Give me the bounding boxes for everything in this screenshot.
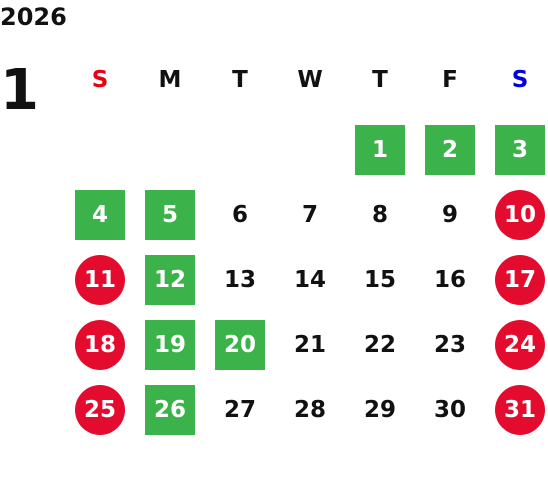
- calendar-day-22[interactable]: 22: [363, 332, 396, 358]
- calendar-day-19[interactable]: 19: [145, 320, 195, 370]
- calendar-day-21[interactable]: 21: [293, 332, 326, 358]
- calendar-day-26[interactable]: 26: [145, 385, 195, 435]
- calendar-day-6[interactable]: 6: [231, 202, 248, 228]
- calendar-day-10[interactable]: 10: [495, 190, 545, 240]
- calendar-day-9[interactable]: 9: [441, 202, 458, 228]
- calendar-day-25[interactable]: 25: [75, 385, 125, 435]
- calendar-day-1[interactable]: 1: [355, 125, 405, 175]
- weekday-sunday: S: [91, 67, 109, 93]
- calendar-day-16[interactable]: 16: [433, 267, 466, 293]
- calendar-day-30[interactable]: 30: [433, 397, 466, 423]
- calendar-day-15[interactable]: 15: [363, 267, 396, 293]
- weekday-friday: F: [442, 67, 458, 93]
- calendar-day-5[interactable]: 5: [145, 190, 195, 240]
- calendar-day-7[interactable]: 7: [301, 202, 318, 228]
- calendar-day-24[interactable]: 24: [495, 320, 545, 370]
- calendar-day-17[interactable]: 17: [495, 255, 545, 305]
- calendar-day-12[interactable]: 12: [145, 255, 195, 305]
- calendar-day-2[interactable]: 2: [425, 125, 475, 175]
- weekday-saturday: S: [511, 67, 529, 93]
- calendar-day-18[interactable]: 18: [75, 320, 125, 370]
- calendar-day-3[interactable]: 3: [495, 125, 545, 175]
- calendar-day-27[interactable]: 27: [223, 397, 256, 423]
- calendar-day-31[interactable]: 31: [495, 385, 545, 435]
- weekday-thursday: T: [372, 67, 388, 93]
- month-number: 1: [0, 58, 39, 123]
- calendar-day-29[interactable]: 29: [363, 397, 396, 423]
- calendar-day-11[interactable]: 11: [75, 255, 125, 305]
- calendar-day-8[interactable]: 8: [371, 202, 388, 228]
- weekday-monday: M: [158, 67, 182, 93]
- year-label: 2026: [0, 3, 67, 31]
- calendar-day-20[interactable]: 20: [215, 320, 265, 370]
- calendar-day-23[interactable]: 23: [433, 332, 466, 358]
- calendar-day-13[interactable]: 13: [223, 267, 256, 293]
- calendar-day-4[interactable]: 4: [75, 190, 125, 240]
- weekday-wednesday: W: [297, 67, 323, 93]
- weekday-tuesday: T: [232, 67, 248, 93]
- calendar-day-14[interactable]: 14: [293, 267, 326, 293]
- calendar-day-28[interactable]: 28: [293, 397, 326, 423]
